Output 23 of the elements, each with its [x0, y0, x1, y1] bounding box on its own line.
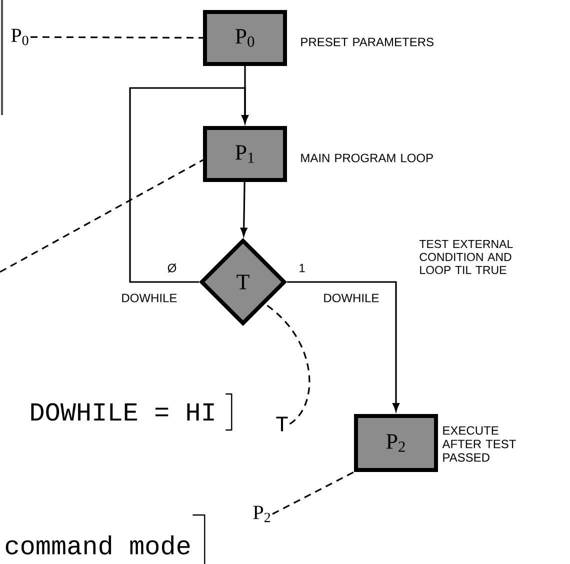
leader-line [0, 159, 204, 273]
leader-text: T [276, 416, 288, 432]
leader-line [272, 471, 354, 515]
leader-line [264, 303, 310, 425]
description-text: PRESET PARAMETERS [301, 38, 434, 46]
edge-label: Ø [168, 264, 176, 272]
code-text: DOWHILE = HI [31, 403, 214, 421]
process-box: P$_{0}$ [203, 10, 287, 66]
leader-line [30, 36, 203, 39]
leader-text: P$_{2}$ [253, 506, 270, 522]
process-box: P$_{1}$ [203, 126, 287, 182]
description-text: TEST EXTERNAL CONDITION AND LOOP TIL TRUE [419, 240, 513, 274]
arrow [240, 182, 248, 236]
branch-label: DOWHILE [122, 294, 177, 302]
code-text: command mode [6, 535, 190, 555]
leader-text: P$_{0}$ [11, 28, 28, 46]
description-text: EXECUTE AFTER TEST PASSED [442, 426, 516, 462]
arrow [287, 281, 400, 412]
process-box: P$_{2}$ [354, 414, 438, 472]
branch-label: DOWHILE [324, 294, 379, 302]
edge-label: 1 [300, 264, 305, 272]
arrow [129, 87, 248, 283]
description-text: MAIN PROGRAM LOOP [301, 154, 433, 162]
